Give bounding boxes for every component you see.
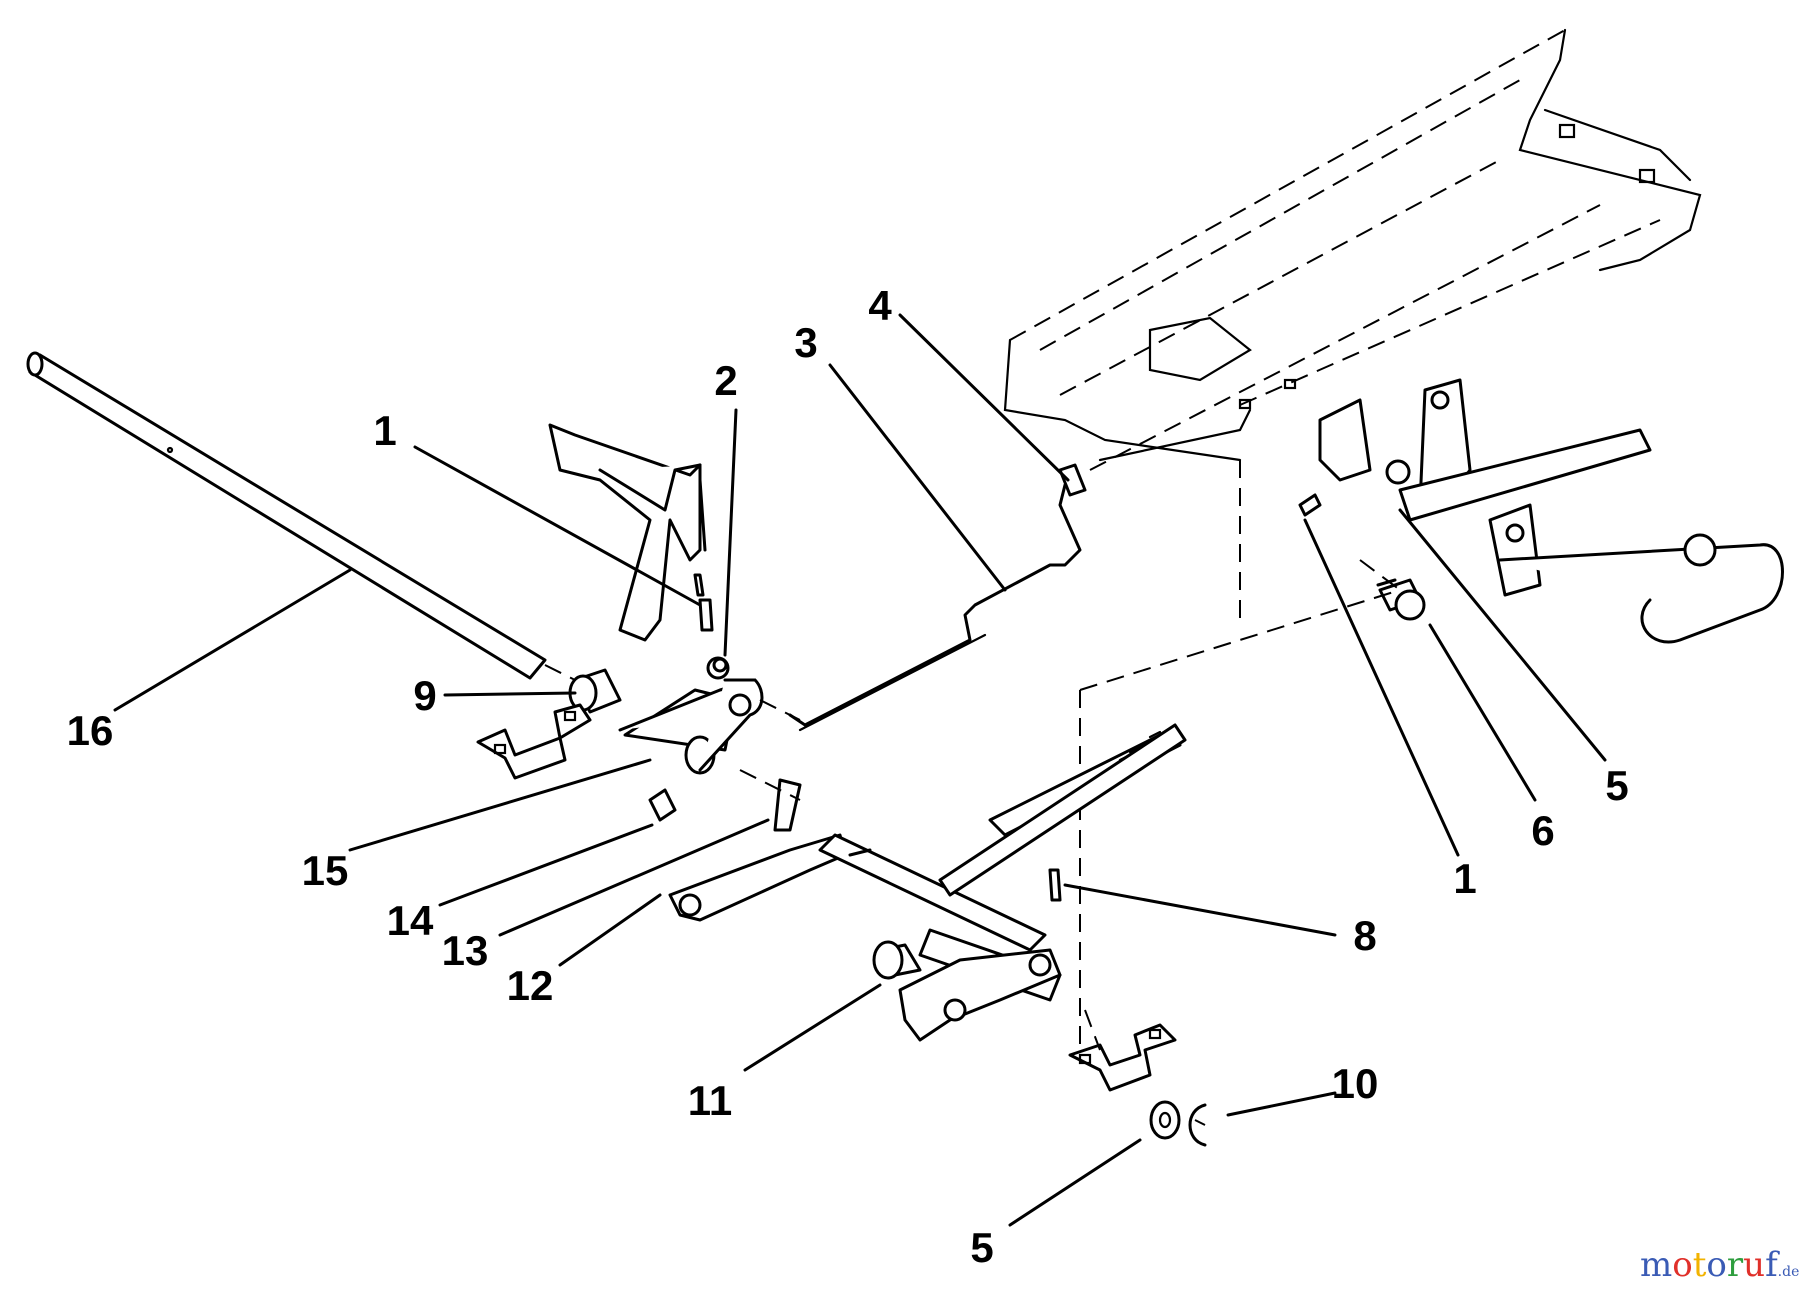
pin-4 xyxy=(1058,463,1087,497)
callout-label: 5 xyxy=(1605,762,1628,809)
watermark-letter: o xyxy=(1672,1245,1692,1285)
watermark-letter: f xyxy=(1765,1245,1780,1285)
watermark-letter: r xyxy=(1727,1245,1744,1285)
right-bracket-assembly xyxy=(1318,378,1784,644)
callout-label: 8 xyxy=(1353,912,1376,959)
callout-label: 6 xyxy=(1531,807,1554,854)
callout-label: 1 xyxy=(373,407,396,454)
callout-label: 16 xyxy=(67,707,114,754)
strap-clamp-left xyxy=(476,703,592,780)
watermark-letter: m xyxy=(1640,1245,1672,1285)
svg-text:motoruf.de: motoruf.de xyxy=(1640,1245,1799,1285)
strap-clamp-right xyxy=(1068,1023,1177,1092)
watermark-letter: o xyxy=(1706,1245,1726,1285)
rock-shaft-12 xyxy=(668,728,1182,1042)
callouts: 1 2 3 4 1 16 9 15 14 13 12 11 8 5 10 1 6… xyxy=(67,282,1629,1271)
watermark-letter: u xyxy=(1743,1245,1765,1285)
bushing-9 xyxy=(568,668,622,714)
pedal-lever-15 xyxy=(548,423,764,822)
leader-lines xyxy=(113,313,1607,1227)
callout-label: 4 xyxy=(868,282,892,329)
threaded-rod xyxy=(938,723,1187,897)
shaft-16 xyxy=(26,351,547,680)
assembly-lines xyxy=(544,559,1401,1126)
callout-label: 10 xyxy=(1332,1060,1379,1107)
callout-label: 11 xyxy=(688,1077,732,1124)
watermark-logo: motoruf.de xyxy=(1640,1245,1799,1285)
rod-3 xyxy=(788,468,1082,732)
callout-label: 2 xyxy=(714,357,737,404)
callout-label: 15 xyxy=(302,847,349,894)
callout-label: 14 xyxy=(387,897,434,944)
small-hardware xyxy=(693,493,1397,902)
watermark-suffix: .de xyxy=(1778,1264,1800,1280)
callout-label: 12 xyxy=(507,962,554,1009)
callout-label: 1 xyxy=(1453,855,1476,902)
callout-label: 13 xyxy=(442,927,489,974)
clip-10 xyxy=(1188,1103,1207,1147)
washer-5 xyxy=(1149,1100,1181,1140)
chassis-frame xyxy=(1003,28,1702,1060)
callout-label: 5 xyxy=(970,1224,993,1271)
callout-label: 9 xyxy=(413,672,436,719)
callout-label: 3 xyxy=(794,319,817,366)
watermark-letter: t xyxy=(1693,1245,1707,1285)
